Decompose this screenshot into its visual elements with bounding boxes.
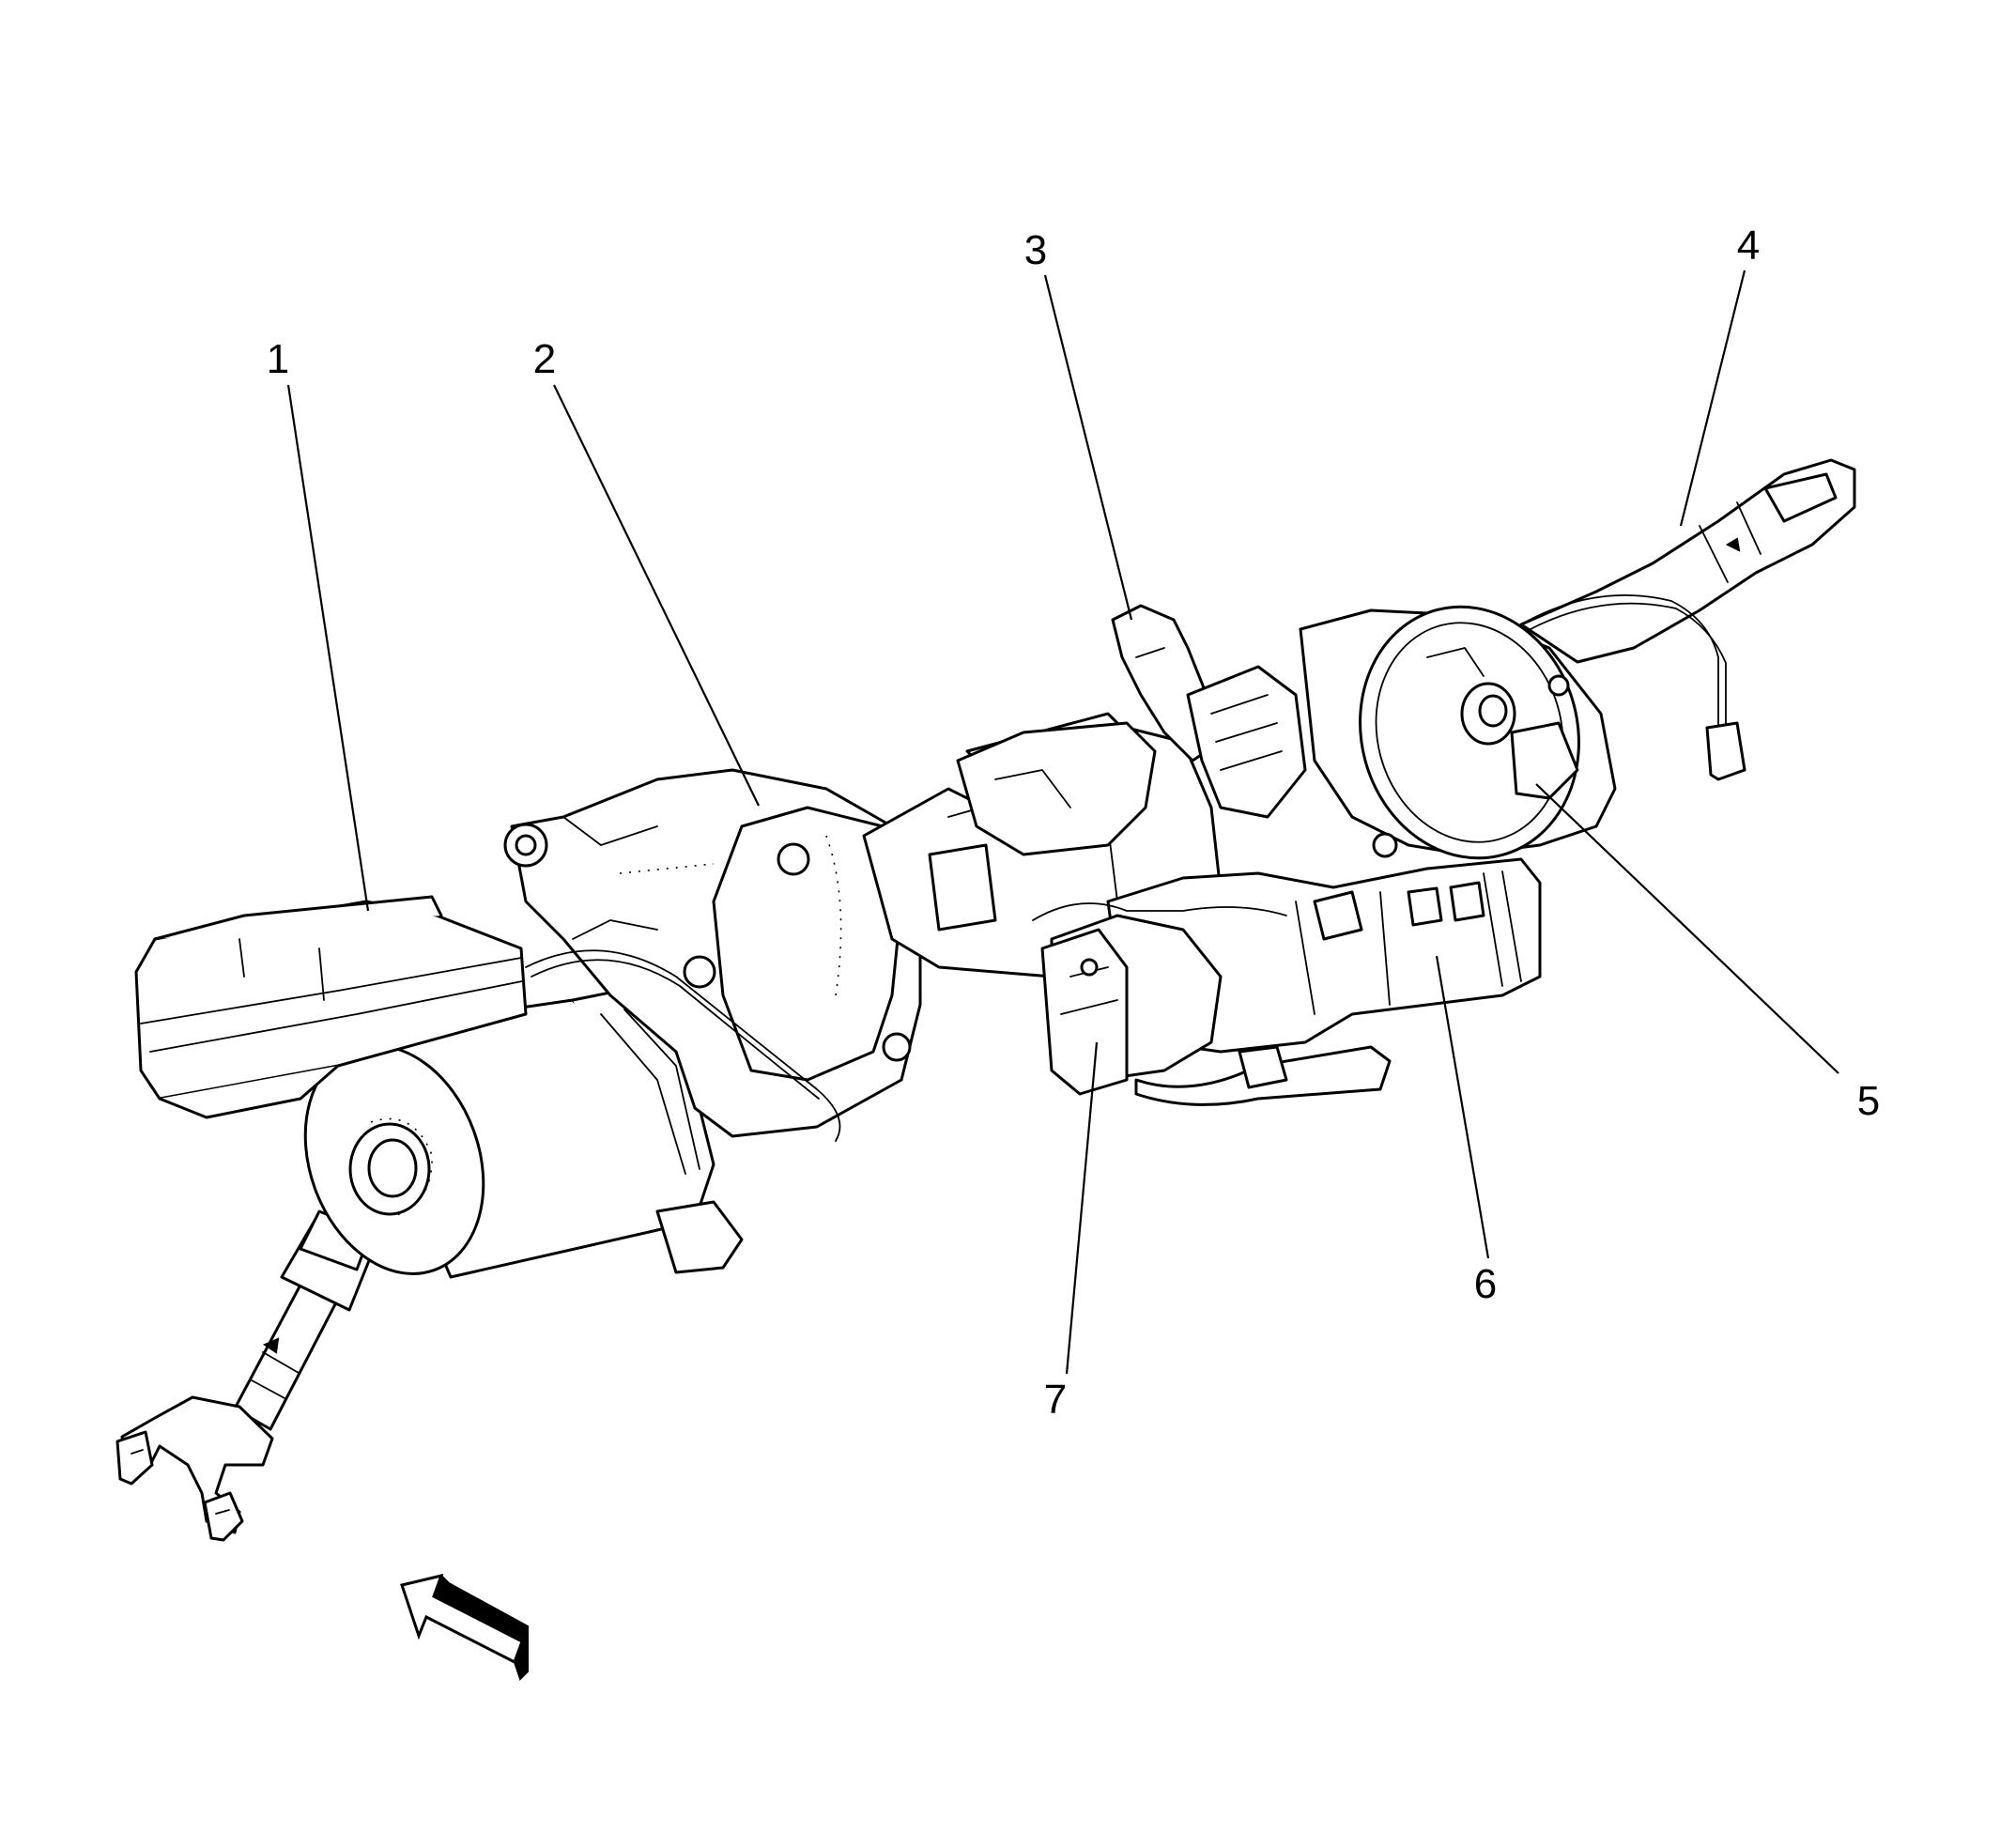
- leader-line-6: [1435, 955, 1490, 1259]
- clockspring: [1299, 605, 1617, 860]
- leader-lines: [286, 270, 1839, 1375]
- intermediate-shaft: [115, 1209, 376, 1542]
- leader-line-3: [1043, 274, 1133, 621]
- callout-2: 2: [533, 336, 556, 382]
- callout-7: 7: [1044, 1377, 1067, 1423]
- wiper-switch-stalk: [1519, 458, 1856, 781]
- callout-3: 3: [1024, 227, 1047, 273]
- callout-6: 6: [1474, 1261, 1497, 1307]
- callout-5: 5: [1857, 1078, 1880, 1124]
- callout-1: 1: [267, 336, 289, 382]
- leader-line-1: [286, 384, 370, 912]
- ignition-connector-module: [1032, 902, 1392, 1106]
- upper-mounting-bracket: [956, 721, 1157, 856]
- view-direction-arrow-icon: [400, 1573, 530, 1681]
- gear-housing: [503, 768, 922, 1274]
- callout-labels: 1 2 3 4 5 6 7: [267, 223, 1880, 1423]
- leader-line-5: [1535, 783, 1839, 1074]
- leader-line-2: [553, 384, 760, 807]
- control-module: [134, 895, 528, 1119]
- leader-line-4: [1679, 270, 1746, 527]
- turn-signal-lever: [1111, 604, 1307, 819]
- steering-column-assembly: [115, 458, 1856, 1542]
- callout-4: 4: [1737, 223, 1760, 269]
- leader-line-7: [1065, 1041, 1099, 1375]
